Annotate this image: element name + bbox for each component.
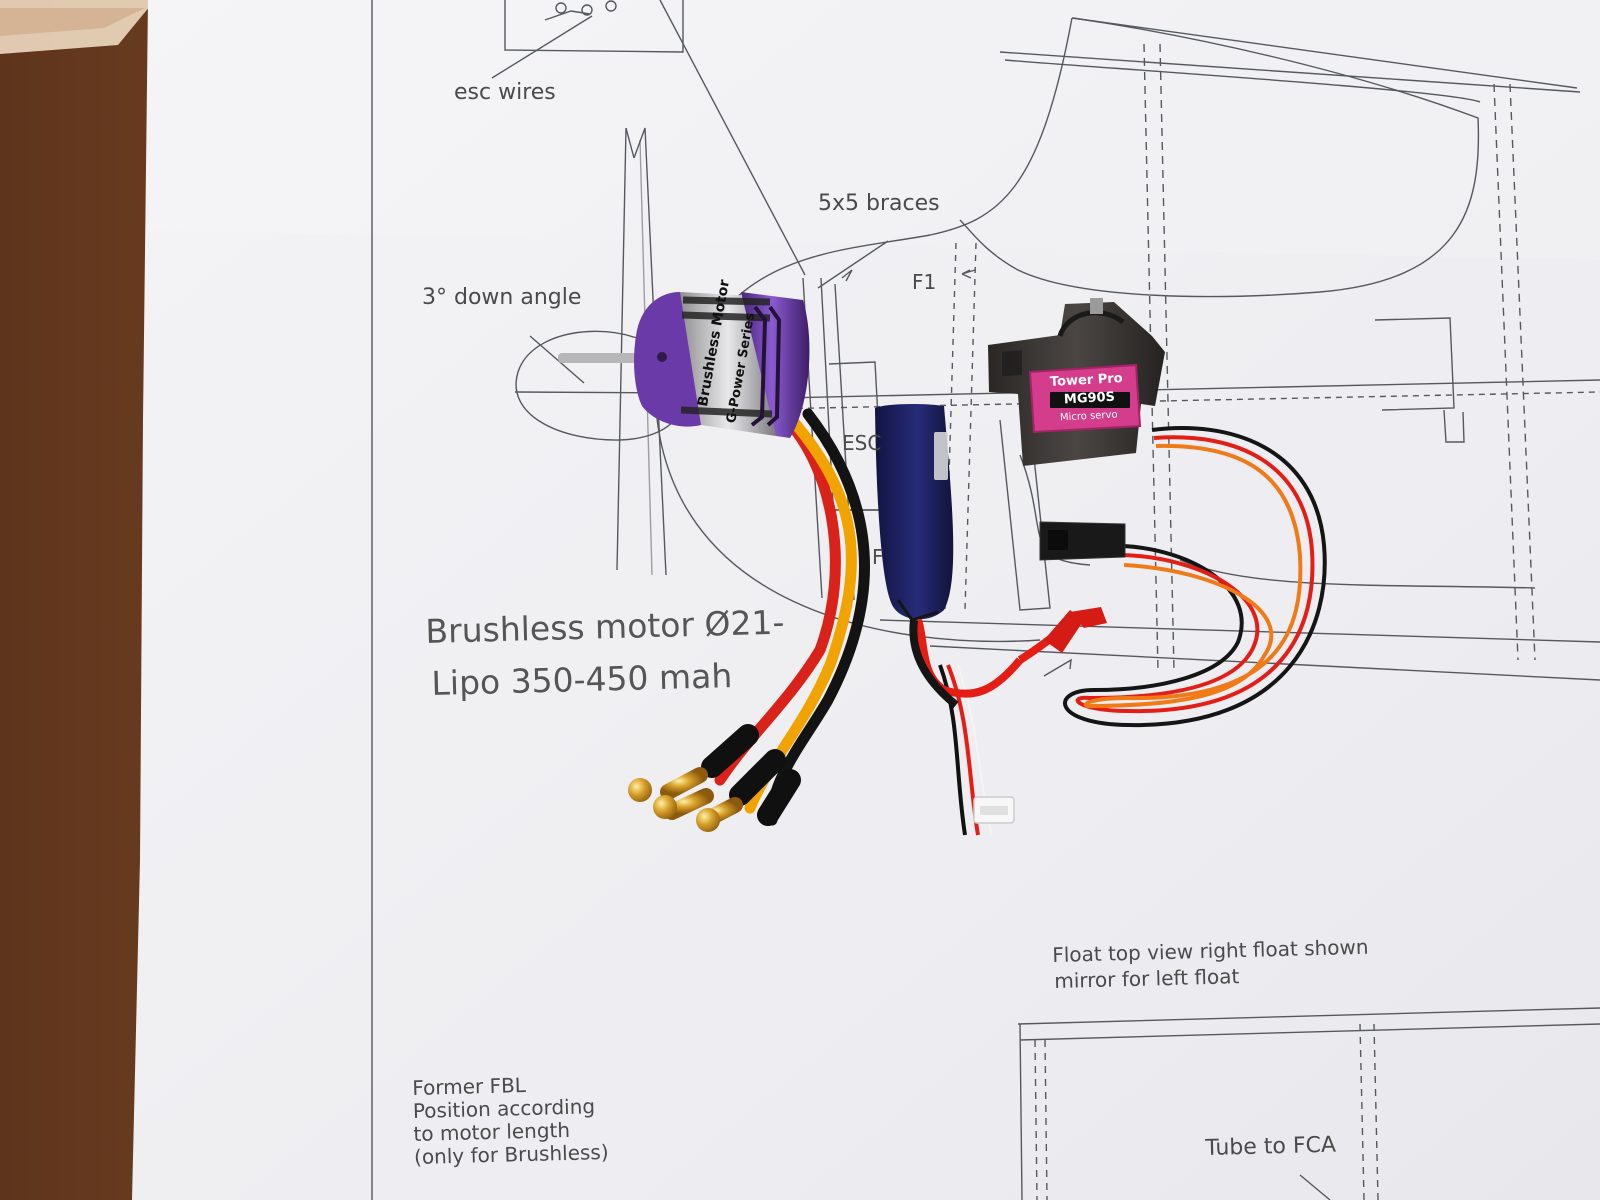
red-power-connector xyxy=(1044,610,1084,653)
f1-label: F1 xyxy=(912,270,937,294)
tube-label: Tube to FCA xyxy=(1205,1132,1337,1161)
brushless-motor xyxy=(558,292,810,438)
servo-model-band xyxy=(1050,392,1130,408)
float-note-line-2: mirror for left float xyxy=(1053,964,1240,993)
esc-partial-label: ESC xyxy=(842,431,882,455)
f-partial-label: F xyxy=(872,545,884,569)
gold-connector-1 xyxy=(628,778,652,802)
servo-wires xyxy=(1039,426,1327,728)
former-note: Former FBL Position according to motor l… xyxy=(412,1072,609,1169)
down-angle-label: 3° down angle xyxy=(422,285,582,310)
servo-model: MG90S xyxy=(1063,389,1116,408)
wood-grain xyxy=(0,8,145,36)
battery-wires xyxy=(938,664,1015,836)
lipo-spec-label: Lipo 350-450 mah xyxy=(430,656,733,703)
gold-connector-2 xyxy=(653,795,677,819)
motor-wires xyxy=(628,408,870,832)
esc-wires-label: esc wires xyxy=(454,80,556,105)
motor-shaft xyxy=(558,353,654,363)
lipo-battery xyxy=(875,403,1107,709)
mg90s-servo xyxy=(988,298,1165,466)
battery-reflection xyxy=(934,432,948,480)
gold-connector-3 xyxy=(696,808,720,832)
plan-drawing xyxy=(371,0,1600,1200)
braces-label: 5x5 braces xyxy=(818,191,940,216)
motor-back-bell xyxy=(741,292,810,438)
top-box xyxy=(504,0,684,53)
paper-highlight xyxy=(148,0,1600,260)
